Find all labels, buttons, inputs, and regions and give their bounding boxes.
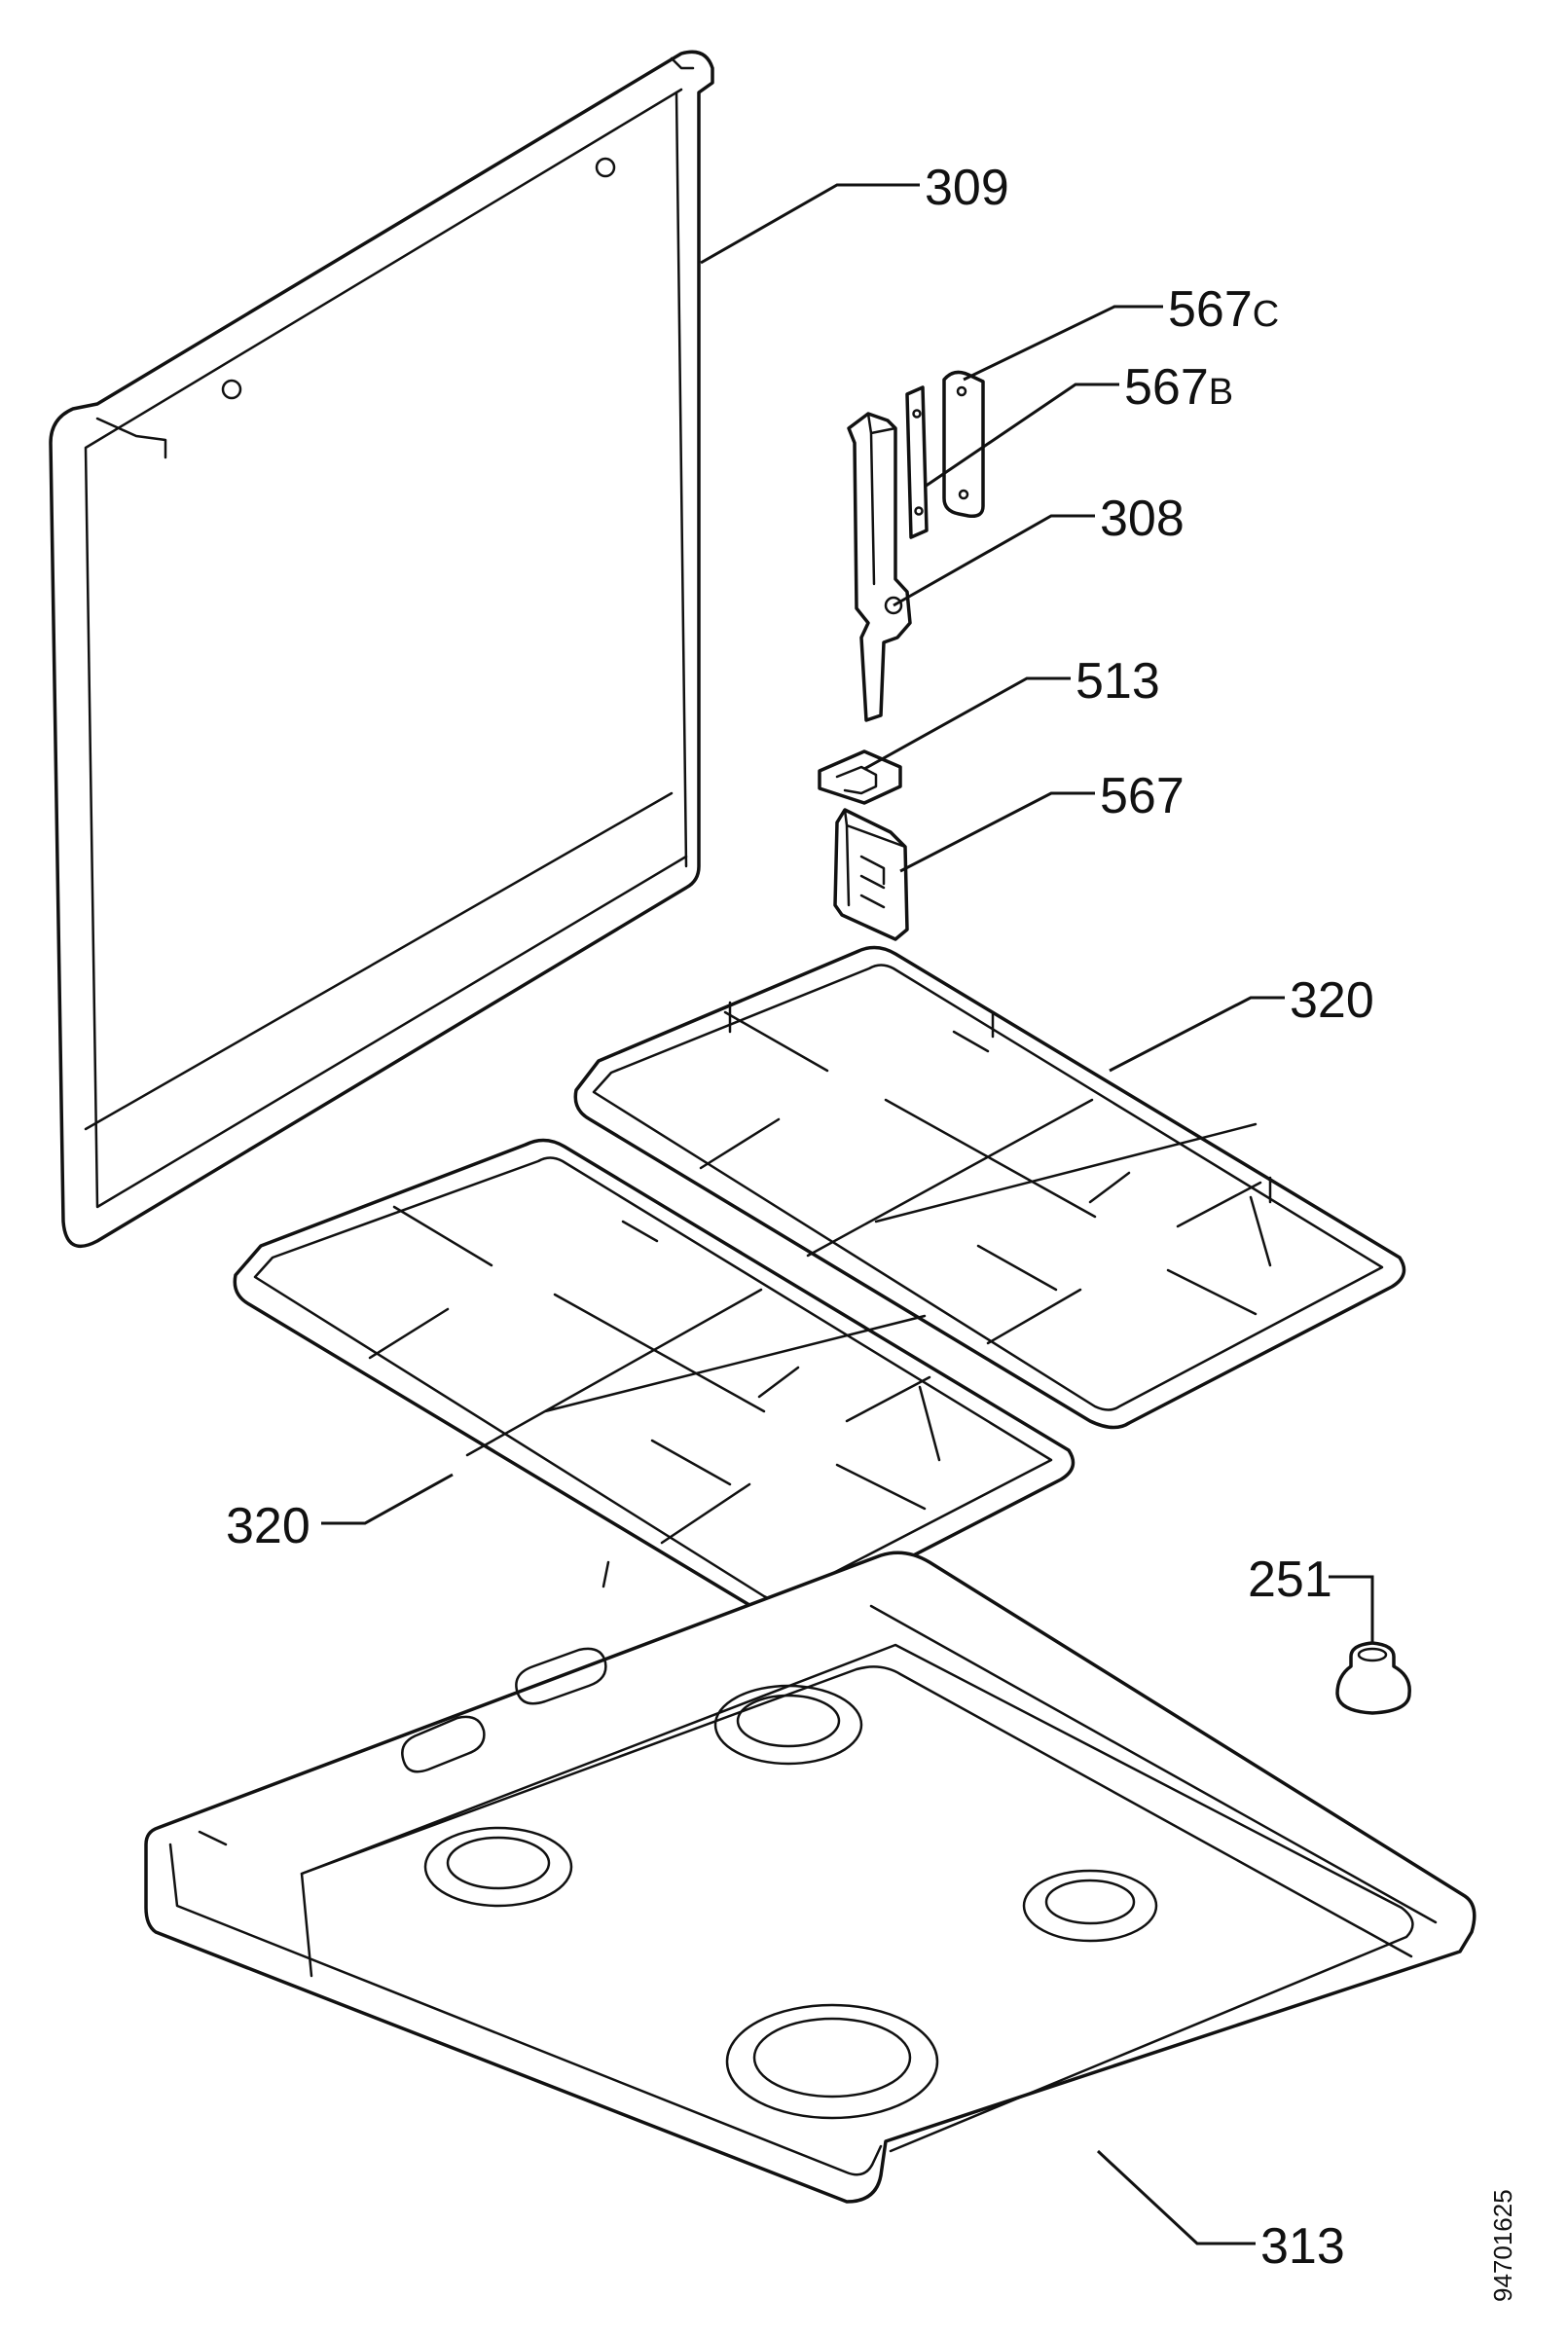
leader-lines xyxy=(321,183,1374,2245)
label-567b: 567B xyxy=(1124,359,1233,416)
part-567b-plate xyxy=(905,385,929,539)
part-251-knob xyxy=(1335,1641,1411,1715)
part-308-hinge xyxy=(847,412,912,722)
label-309: 309 xyxy=(925,160,1009,216)
part-567c-plate xyxy=(942,370,985,519)
label-513: 513 xyxy=(1076,653,1160,710)
label-313: 313 xyxy=(1260,2218,1345,2275)
label-320-top: 320 xyxy=(1290,972,1374,1029)
label-567: 567 xyxy=(1100,768,1185,824)
part-567-block xyxy=(833,808,909,941)
label-251: 251 xyxy=(1248,1551,1332,1608)
part-320-top-grate xyxy=(573,945,1406,1430)
part-309-lid xyxy=(49,50,714,1248)
part-313-hob xyxy=(144,1551,1477,2204)
label-320-left: 320 xyxy=(226,1498,310,1554)
label-567c: 567C xyxy=(1168,281,1279,338)
drawing-code: 94701625 xyxy=(1488,2189,1517,2302)
label-308: 308 xyxy=(1100,491,1185,547)
part-513-clip xyxy=(818,749,902,805)
